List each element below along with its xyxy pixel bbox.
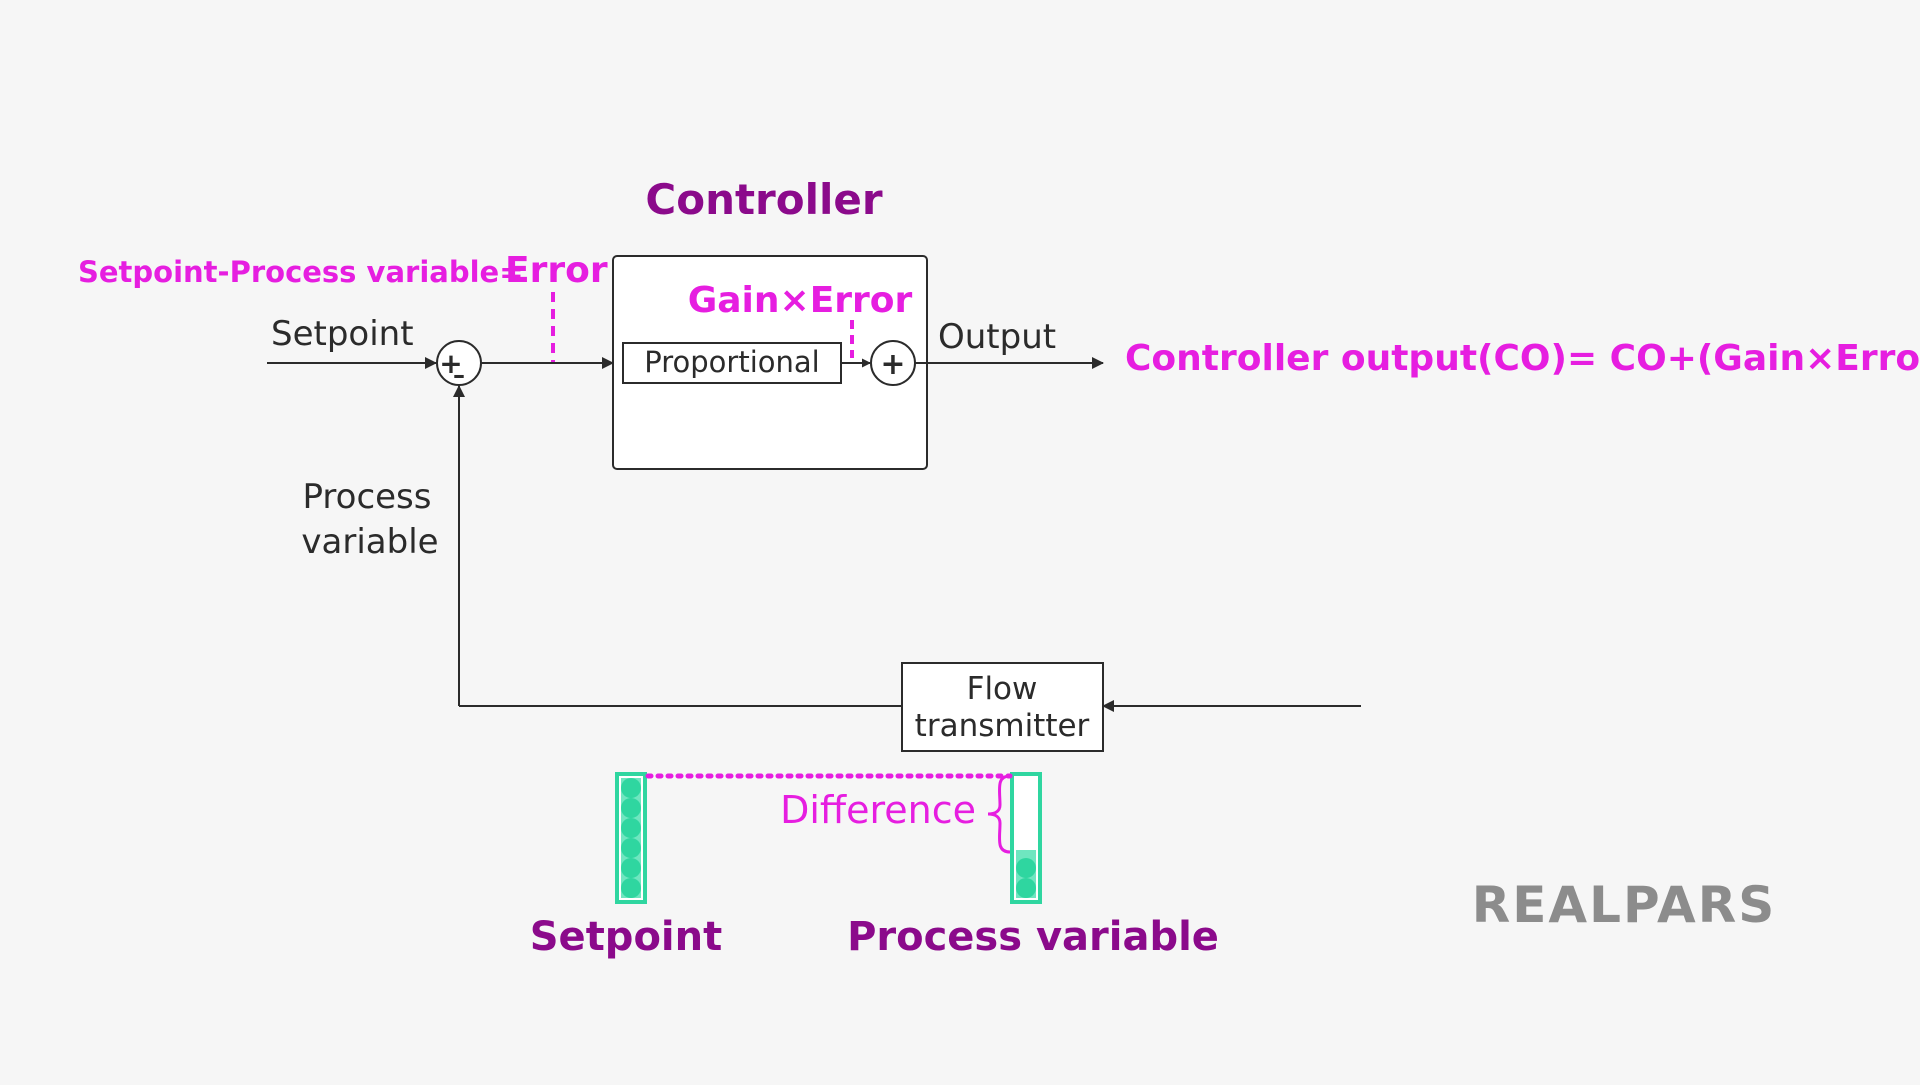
difference-label: Difference bbox=[780, 788, 976, 832]
flow-transmitter-label-line2: transmitter bbox=[915, 708, 1090, 744]
error-equation-prefix: Setpoint-Process variable= bbox=[78, 255, 524, 289]
controller-title: Controller bbox=[645, 175, 883, 224]
tank-process-variable-label: Process variable bbox=[847, 914, 1219, 960]
process-variable-label-line1: Process bbox=[303, 477, 432, 517]
summing-junction-output-plus: + bbox=[880, 347, 905, 382]
summing-junction-error-plus: + bbox=[439, 347, 462, 380]
pv-tank-ball bbox=[1016, 858, 1036, 878]
summing-junction-error-minus: – bbox=[453, 361, 465, 389]
proportional-label: Proportional bbox=[644, 345, 819, 379]
setpoint-tank-ball bbox=[621, 778, 641, 798]
tank-setpoint-label: Setpoint bbox=[530, 914, 722, 960]
flow-transmitter-label-line1: Flow bbox=[967, 671, 1038, 707]
setpoint-input-label: Setpoint bbox=[271, 314, 414, 354]
setpoint-tank-ball bbox=[621, 838, 641, 858]
flow-transmitter-block bbox=[901, 662, 1104, 752]
setpoint-tank-ball bbox=[621, 818, 641, 838]
process-variable-label-line2: variable bbox=[301, 522, 438, 562]
output-label: Output bbox=[938, 317, 1056, 357]
realpars-logo: REALPARS bbox=[1472, 876, 1776, 934]
difference-brace bbox=[987, 774, 1011, 854]
setpoint-tank-ball bbox=[621, 858, 641, 878]
setpoint-level-tank bbox=[615, 772, 647, 904]
controller-output-formula: Controller output(CO)= CO+(Gain×Error) bbox=[1125, 338, 1920, 379]
setpoint-tank-ball bbox=[621, 878, 641, 898]
setpoint-tank-ball bbox=[621, 798, 641, 818]
gain-error-label: Gain×Error bbox=[688, 280, 913, 321]
process-variable-level-tank bbox=[1010, 772, 1042, 904]
pv-tank-ball bbox=[1016, 878, 1036, 898]
proportional-block bbox=[622, 342, 842, 384]
error-equation-word: Error bbox=[505, 250, 608, 291]
